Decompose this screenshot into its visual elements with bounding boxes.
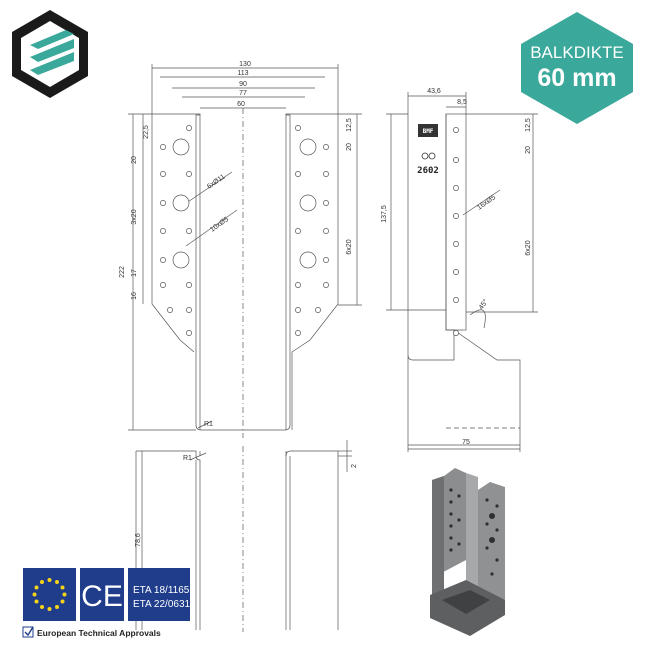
certification-badges: CE ETA 18/1165 ETA 22/0631 European Tech… [22,568,191,638]
side-hole-label: 16xØ5 [476,194,497,212]
stamp-code: 2602 [417,166,439,176]
dim-side-right-3: 6x20 [525,240,532,255]
stamp-brand: BMF [423,128,434,135]
dim-top-width: 43,6 [427,88,441,95]
eu-stars [32,578,67,611]
product-render [430,468,505,636]
radius-label-front: R1 [204,421,213,428]
dim-width-60: 60 [237,101,245,108]
front-view-dimensions: 130 113 90 77 60 22,5 20 3x20 17 16 222 … [119,61,353,428]
approval-checkbox-icon [22,626,34,638]
dim-side-right-2: 20 [525,146,532,154]
bottom-view-dimensions: 78,6 R1 2 [135,455,358,547]
dim-width-130: 130 [239,61,251,68]
side-view-stamp: BMF 2602 [417,124,439,176]
hole-label-small: 10xØ5 [209,216,230,234]
side-angle-label: 45° [477,298,490,311]
ce-mark-box [80,568,124,621]
dim-base-width: 75 [462,439,470,446]
ce-mark: CE [81,580,123,613]
front-view [128,64,362,438]
dim-offset: 8,5 [457,99,467,106]
dim-left-1: 22,5 [143,125,150,139]
brand-logo [12,10,88,98]
front-view-holes [160,125,329,336]
hole-label-large: 6xØ11 [206,173,227,190]
eta-number-1: ETA 18/1165 [133,585,190,596]
dim-right-1: 12,5 [346,118,353,132]
dim-left-4: 17 [131,269,138,277]
check-icon [24,626,34,637]
thickness-badge: BALKDIKTE 60 mm [521,12,633,124]
dim-width-77: 77 [239,90,247,97]
badge-hexagon [521,12,633,124]
dim-width-113: 113 [237,70,248,77]
eta-box [128,568,190,621]
side-view [386,92,538,452]
approvals-label: European Technical Approvals [37,628,161,638]
side-view-holes [453,127,459,336]
side-view-dimensions: 43,6 8,5 137,5 12,5 20 6x20 16xØ5 45° 75 [381,88,532,446]
dim-right-3: 6x20 [346,239,353,254]
dim-bottom-height: 78,6 [135,533,142,547]
badge-line1: BALKDIKTE [530,43,624,62]
dim-left-3: 3x20 [131,209,138,224]
dim-side-height: 137,5 [381,205,388,223]
dim-width-90: 90 [239,81,247,88]
dim-left-5: 16 [131,292,138,300]
dim-right-2: 20 [346,143,353,151]
eu-flag [23,568,76,621]
dim-left-2: 20 [131,156,138,164]
dim-total-height: 222 [119,266,126,278]
eta-number-2: ETA 22/0631 [133,599,191,610]
radius-label-bottom: R1 [183,455,192,462]
dim-side-right-1: 12,5 [525,118,532,132]
dim-thickness: 2 [351,464,358,468]
badge-line2: 60 mm [537,64,616,92]
